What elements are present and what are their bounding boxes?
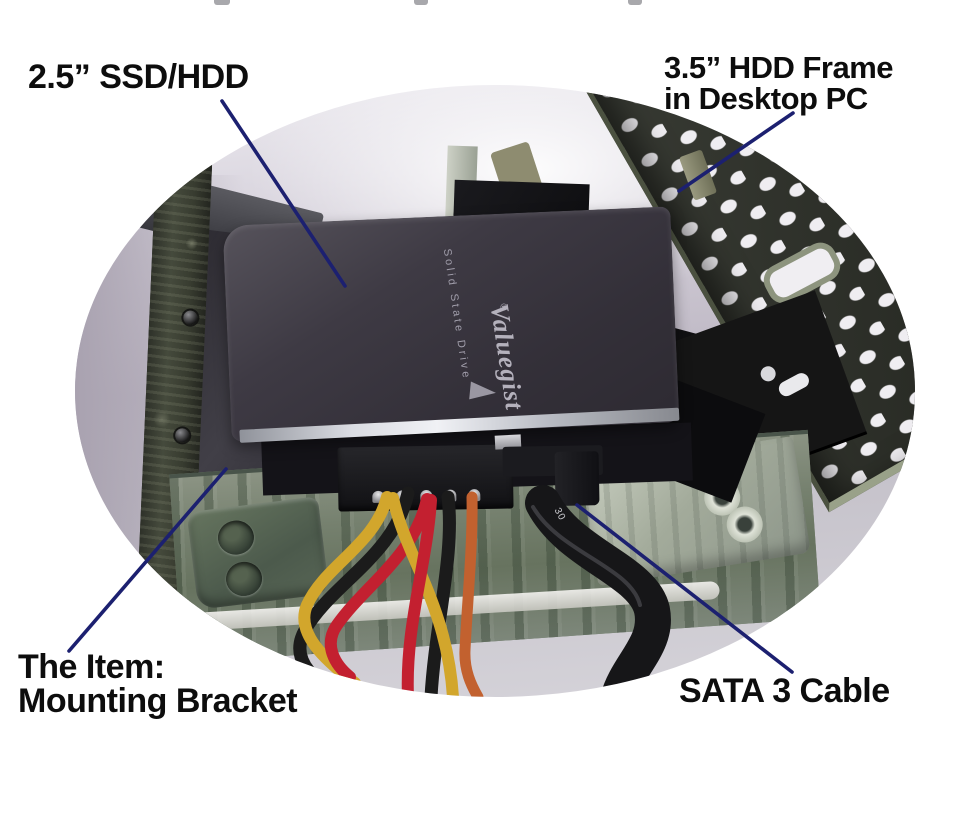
label-hdd-frame-line1: 3.5” HDD Frame <box>664 50 894 85</box>
power-wire-orange <box>459 491 484 697</box>
cables-graphic <box>293 485 671 697</box>
power-wire-red <box>401 494 437 697</box>
cutoff-text-fragment <box>214 0 230 5</box>
label-hdd-frame: 3.5” HDD Frame in Desktop PC <box>664 50 894 116</box>
photo-ellipse: Valuegist® Solid State Drive <box>75 85 915 697</box>
cutoff-text-fragment <box>628 0 642 5</box>
power-wire-yellow <box>298 491 393 689</box>
power-wire-black <box>424 490 456 697</box>
label-ssd: 2.5” SSD/HDD <box>28 58 249 96</box>
power-wire-yellow <box>387 492 459 697</box>
cutoff-text-fragment <box>414 0 428 5</box>
label-sata-cable: SATA 3 Cable <box>679 672 890 710</box>
label-mounting-bracket-line2: Mounting Bracket <box>18 682 298 720</box>
power-wire-black <box>293 486 415 697</box>
label-mounting-bracket: The Item: Mounting Bracket <box>18 648 298 720</box>
label-mounting-bracket-line1: The Item: <box>18 648 165 686</box>
label-hdd-frame-line2: in Desktop PC <box>664 81 868 116</box>
